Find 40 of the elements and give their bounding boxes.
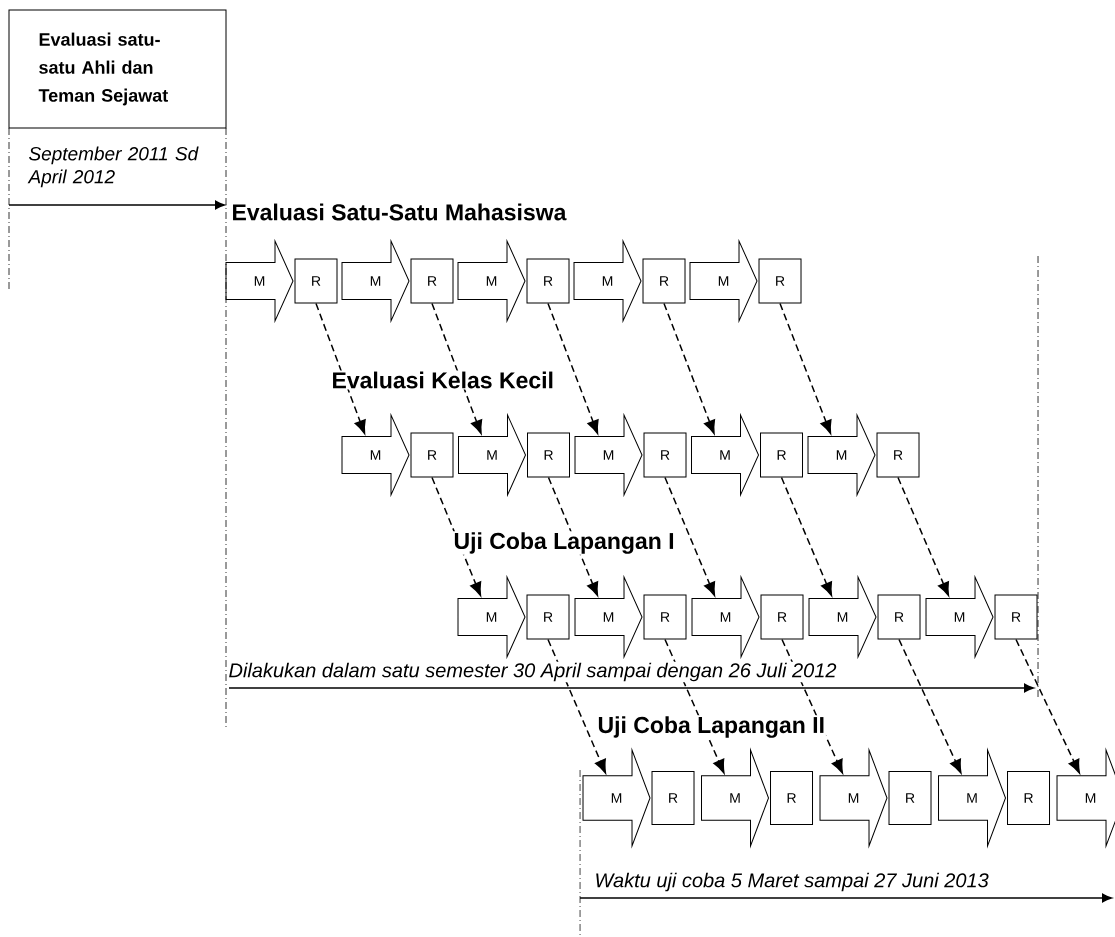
review-box: R [770, 771, 813, 825]
dashed-arrow [1015, 638, 1081, 774]
review-box: R [643, 594, 687, 640]
dashed-arrow [779, 302, 832, 435]
row-heading: Uji Coba Lapangan II [596, 715, 826, 739]
dashed-arrow [547, 302, 599, 435]
dashed-arrow [663, 302, 716, 435]
dashed-arrow [547, 638, 607, 774]
review-box: R [888, 771, 932, 825]
review-box: R [410, 432, 454, 478]
review-box: R [294, 258, 338, 304]
review-box: R [526, 258, 570, 304]
dashed-arrow [664, 476, 716, 597]
dashed-arrow [898, 638, 962, 774]
review-box: R [527, 432, 570, 478]
review-box: R [1007, 771, 1050, 825]
review-box: R [760, 594, 804, 640]
review-box: R [758, 258, 802, 304]
review-box: R [410, 258, 454, 304]
row-heading: Evaluasi Satu-Satu Mahasiswa [230, 202, 568, 222]
row-heading: Evaluasi Kelas Kecil [330, 370, 555, 390]
dashed-arrow [431, 476, 482, 597]
review-box: R [651, 771, 695, 825]
review-box: R [526, 594, 570, 640]
review-box: R [877, 594, 921, 640]
period-note: Dilakukan dalam satu semester 30 April sampai dengan 26 Juli 2012 [227, 661, 838, 683]
row-heading: Uji Coba Lapangan I [452, 531, 676, 555]
review-box: R [760, 432, 803, 478]
title-box: Evaluasi satu-satu Ahli dan Teman Sejawat [8, 9, 227, 129]
dashed-arrow [780, 476, 833, 597]
review-box: R [876, 432, 920, 478]
dashed-arrow [547, 476, 599, 597]
dashed-arrow [431, 302, 483, 435]
review-box: R [643, 432, 687, 478]
date-range: September 2011 Sd April 2012 [27, 146, 199, 188]
review-box: R [642, 258, 686, 304]
dashed-arrow [315, 302, 366, 435]
dashed-arrow [897, 476, 950, 597]
period-note: Waktu uji coba 5 Maret sampai 27 Juni 2013 [593, 871, 990, 893]
review-box: R [994, 594, 1038, 640]
